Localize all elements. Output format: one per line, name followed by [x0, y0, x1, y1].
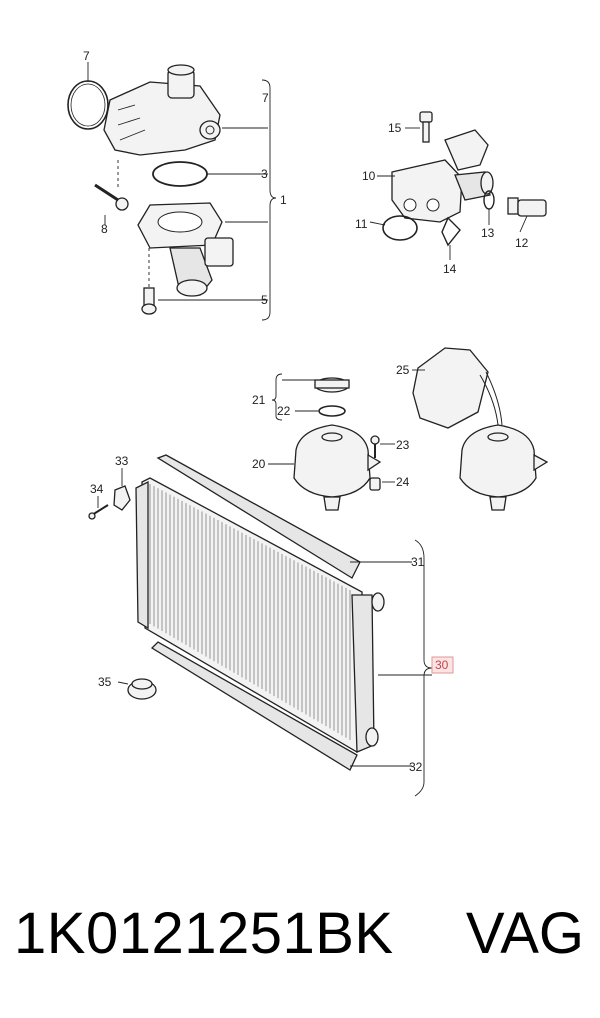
- callout-labels: 7 7 3 1 8 5 15 10 11 14 13 12 25 21 22 2…: [83, 49, 529, 774]
- thermostat-housing-group: [67, 62, 277, 321]
- coolant-bottle-25: [412, 347, 503, 429]
- seal-strip-32: [150, 641, 358, 771]
- callout-13: 13: [481, 226, 495, 240]
- callout-5: 5: [261, 293, 268, 307]
- callout-20: 20: [252, 457, 266, 471]
- callout-30-highlight: [431, 656, 454, 674]
- callout-34: 34: [90, 482, 104, 496]
- bolt-15: [419, 111, 433, 143]
- callout-22: 22: [277, 404, 291, 418]
- flange-10: [391, 129, 494, 223]
- part-number: 1K0121251BK: [14, 901, 394, 966]
- callout-33: 33: [115, 454, 129, 468]
- callout-25: 25: [396, 363, 410, 377]
- bolt-8: [94, 183, 129, 211]
- cap-21: [314, 377, 350, 393]
- callout-10: 10: [362, 169, 376, 183]
- callout-24: 24: [396, 475, 410, 489]
- o-ring-7: [67, 80, 109, 130]
- expansion-tank-group: [268, 347, 549, 511]
- screw-23: [370, 435, 380, 458]
- radiator-group: [88, 454, 433, 797]
- expansion-tank-20: [293, 424, 382, 511]
- expansion-tank-filled: [459, 424, 549, 511]
- callout-3: 3: [261, 167, 268, 181]
- screw-34: [88, 504, 109, 520]
- seal-22: [318, 405, 346, 417]
- seal-3: [152, 161, 208, 187]
- radiator-fins: [149, 484, 351, 740]
- o-ring-11: [382, 215, 418, 241]
- caption: 1K0121251BK VAG: [0, 900, 600, 980]
- callout-32: 32: [409, 760, 423, 774]
- callout-12: 12: [515, 236, 529, 250]
- callout-8: 8: [101, 222, 108, 236]
- callout-11: 11: [355, 217, 368, 231]
- radiator-30: [135, 477, 385, 753]
- callout-7-oring: 7: [83, 49, 90, 63]
- clip-14: [441, 216, 461, 247]
- upper-housing-7: [103, 64, 221, 156]
- parts-diagram: 7 7 3 1 8 5 15 10 11 14 13 12 25 21 22 2…: [67, 49, 549, 797]
- callout-21: 21: [252, 393, 266, 407]
- callout-35: 35: [98, 675, 112, 689]
- callout-15: 15: [388, 121, 402, 135]
- mount-33: [113, 485, 131, 511]
- coolant-flange-group: [369, 111, 547, 260]
- callout-7-housing: 7: [262, 91, 269, 105]
- callout-1: 1: [280, 193, 287, 207]
- callout-31: 31: [411, 555, 425, 569]
- sensor-12: [507, 197, 547, 217]
- callout-30: 30: [435, 658, 449, 672]
- brand-name: VAG: [465, 901, 584, 966]
- bolt-5: [141, 287, 157, 315]
- callout-23: 23: [396, 438, 410, 452]
- callout-14: 14: [443, 262, 457, 276]
- fitting-24: [369, 477, 381, 491]
- lower-housing: [137, 202, 234, 297]
- bushing-35: [127, 678, 157, 700]
